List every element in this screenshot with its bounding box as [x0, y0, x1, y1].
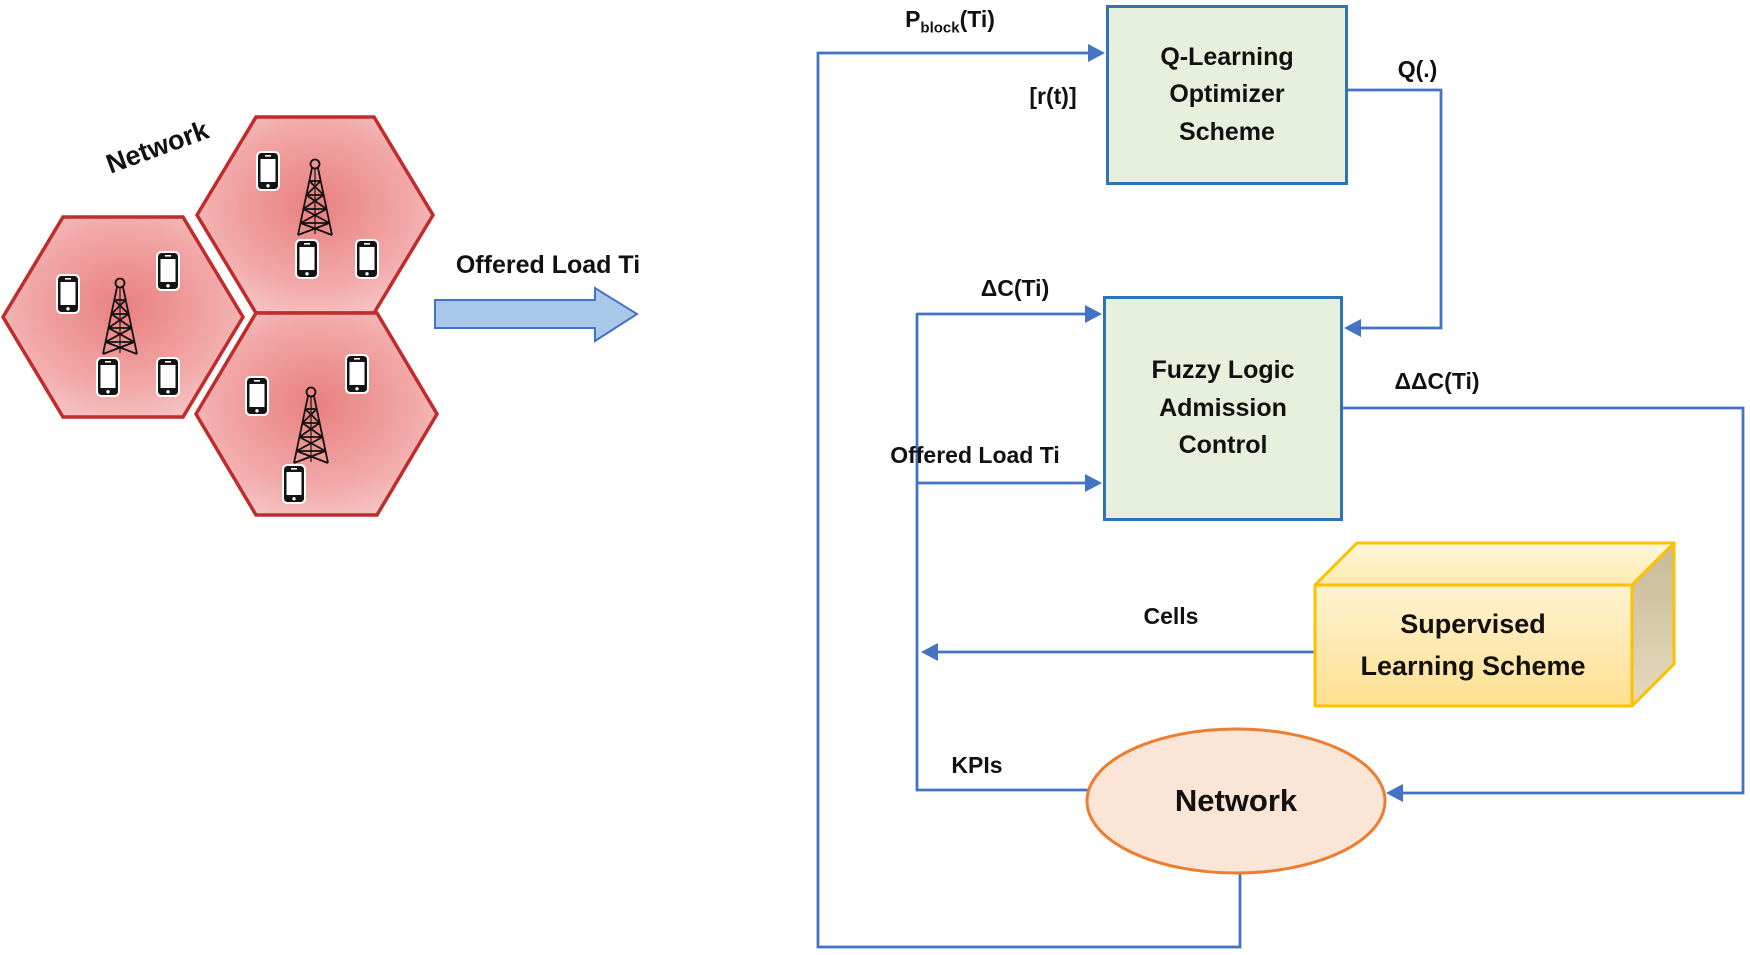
smartphone-icon: [96, 357, 120, 397]
fuzzy-admission-control-node: Fuzzy Logic Admission Control: [1103, 296, 1343, 521]
edge-label-kpis: KPIs: [951, 752, 1003, 778]
edge-delta-delta-c: [1343, 406, 1745, 795]
supervised-learning-box: [1313, 541, 1676, 708]
hexagon-cell-bottom: [193, 311, 440, 517]
arrowhead-offered-into-fuzzy: [1085, 474, 1102, 492]
edge-q-output: [1348, 88, 1443, 330]
edge-label-delta-c: ΔC(Ti): [980, 275, 1050, 301]
p-block-base: P: [905, 6, 921, 32]
supervised-learning-label: Supervised Learning Scheme: [1360, 609, 1586, 681]
q-learning-optimizer-node: Q-Learning Optimizer Scheme: [1106, 5, 1348, 185]
smartphone-icon: [156, 357, 180, 397]
p-block-rest: (Ti): [959, 6, 995, 32]
edge-label-offered-load-input: Offered Load Ti: [890, 442, 1060, 468]
smartphone-icon: [156, 251, 180, 291]
arrowhead-into-q-learning: [1088, 44, 1105, 62]
p-block-subscript: block: [920, 19, 960, 37]
smartphone-icon: [295, 239, 319, 279]
edge-label-cells: Cells: [1143, 603, 1199, 629]
edge-label-q-output: Q(.): [1397, 56, 1438, 82]
edge-feedback-loop-pblock: [816, 51, 1242, 949]
arrowhead-cells-into-junction: [921, 643, 938, 661]
arrowhead-q-into-fuzzy: [1344, 319, 1361, 337]
smartphone-icon: [345, 354, 369, 394]
edge-label-reward: [r(t)]: [1029, 83, 1077, 109]
cuboid-front-face: [1313, 583, 1634, 708]
smartphone-icon: [355, 239, 379, 279]
smartphone-icon: [245, 376, 269, 416]
smartphone-icon: [256, 151, 280, 191]
offered-load-arrow-label: Offered Load Ti: [455, 251, 641, 279]
cuboid-top-face: [1313, 541, 1676, 587]
network-node-label: Network: [1174, 782, 1298, 818]
offered-load-block-arrow: [434, 286, 639, 343]
arrowhead-into-network: [1386, 784, 1403, 802]
arrowhead-delta-c-into-fuzzy: [1085, 305, 1102, 323]
edge-label-delta-delta-c: ΔΔC(Ti): [1394, 368, 1480, 394]
smartphone-icon: [282, 464, 306, 504]
network-ellipse: [1085, 727, 1387, 875]
edge-label-p-block: Pblock(Ti): [880, 6, 1020, 37]
smartphone-icon: [56, 274, 80, 314]
